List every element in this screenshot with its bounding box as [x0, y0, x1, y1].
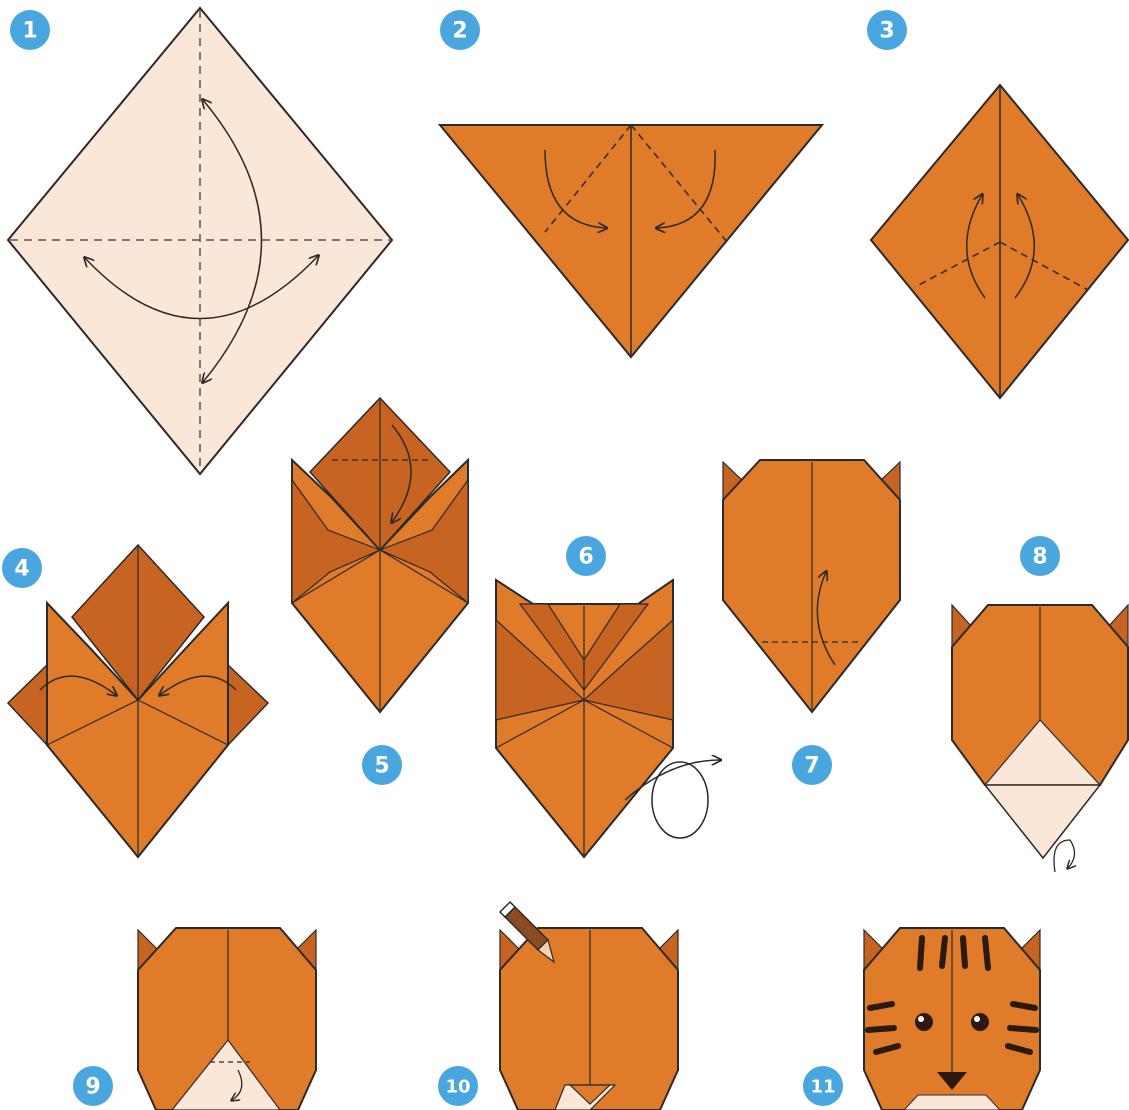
- step-number-10: 10: [445, 1077, 470, 1098]
- step-badge-7: 7: [792, 745, 832, 785]
- step-badge-1: 1: [10, 10, 50, 50]
- eye-left: [915, 1013, 933, 1031]
- step-6-diagram: [496, 580, 720, 857]
- step-3-diagram: [871, 85, 1128, 398]
- step-2-diagram: [440, 125, 822, 357]
- step-badge-9: 9: [73, 1066, 113, 1106]
- step-number-7: 7: [804, 754, 819, 779]
- step-number-6: 6: [578, 545, 593, 570]
- step-4-diagram: [8, 545, 268, 857]
- step-number-2: 2: [452, 19, 467, 44]
- step-number-8: 8: [1032, 545, 1047, 570]
- step-badge-11: 11: [803, 1066, 843, 1106]
- step-number-4: 4: [14, 557, 29, 582]
- step-badge-4: 4: [2, 548, 42, 588]
- step-9-diagram: [138, 928, 316, 1110]
- eye-right: [971, 1013, 989, 1031]
- step-badge-3: 3: [867, 10, 907, 50]
- step-badge-10: 10: [438, 1066, 478, 1106]
- step-10-diagram: [500, 928, 678, 1110]
- step-1-diagram: [8, 8, 392, 474]
- step-7-diagram: [723, 460, 900, 712]
- step-number-1: 1: [22, 19, 37, 44]
- step-11-tiger-face: [864, 928, 1040, 1110]
- step-number-11: 11: [810, 1077, 835, 1098]
- step-number-5: 5: [374, 754, 389, 779]
- step-number-3: 3: [879, 19, 894, 44]
- step-badge-6: 6: [566, 536, 606, 576]
- step-5-diagram: [292, 398, 468, 712]
- step-badge-2: 2: [440, 10, 480, 50]
- step-8-diagram: [952, 605, 1128, 872]
- step-badge-5: 5: [362, 745, 402, 785]
- step-number-9: 9: [85, 1075, 100, 1100]
- step-badge-8: 8: [1020, 536, 1060, 576]
